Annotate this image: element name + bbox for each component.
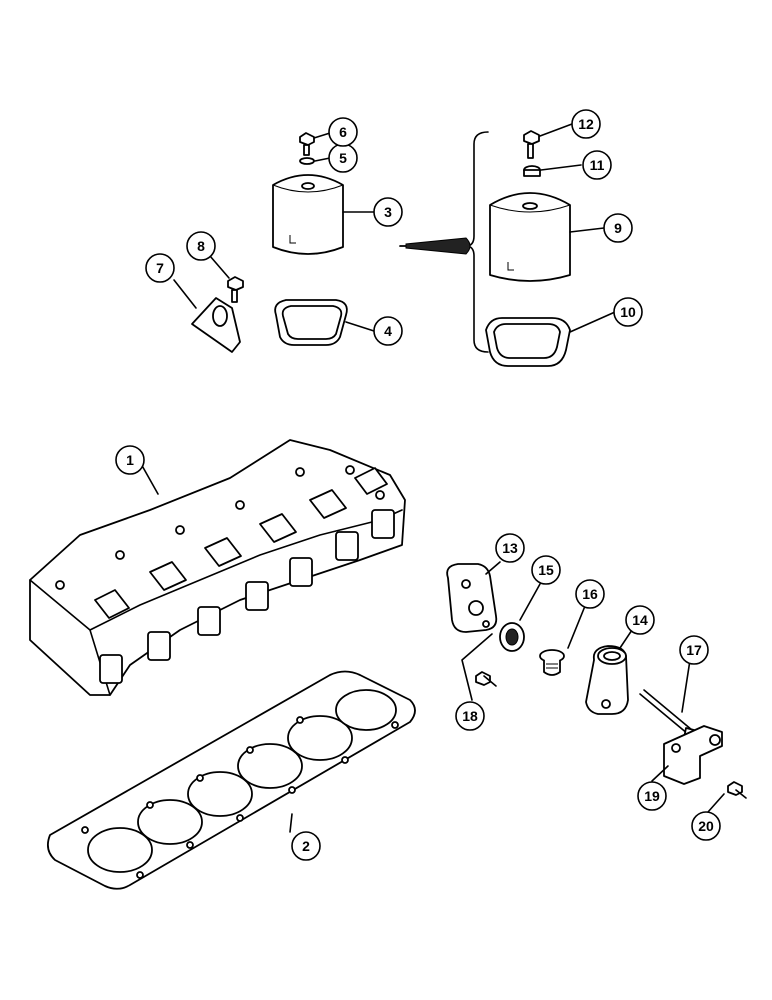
- washer-5: [299, 157, 315, 165]
- callout-5: 5: [328, 143, 358, 173]
- callout-number: 2: [302, 838, 310, 854]
- callout-number: 7: [156, 260, 164, 276]
- bracket-19: [663, 725, 723, 785]
- callout-circle: [613, 297, 643, 327]
- head-ports: [94, 467, 388, 619]
- callout-1: 1: [115, 445, 145, 475]
- callout-number: 4: [384, 323, 392, 339]
- callout-circle: [186, 231, 216, 261]
- callout-number: 16: [582, 586, 598, 602]
- callout-number: 12: [578, 116, 594, 132]
- callout-number: 19: [644, 788, 660, 804]
- bolt-12: [523, 130, 540, 159]
- callout-number: 1: [126, 452, 134, 468]
- callout-number: 8: [197, 238, 205, 254]
- callout-12: 12: [571, 109, 601, 139]
- callout-circle: [582, 150, 612, 180]
- callout-circle: [679, 635, 709, 665]
- callout-number: 9: [614, 220, 622, 236]
- callout-number: 13: [502, 540, 518, 556]
- callout-number: 6: [339, 124, 347, 140]
- bolt-8: [227, 276, 244, 303]
- bolt-6: [299, 132, 315, 156]
- callout-16: 16: [575, 579, 605, 609]
- callout-14: 14: [625, 605, 655, 635]
- callout-circle: [531, 555, 561, 585]
- callout-circle: [691, 811, 721, 841]
- callout-9: 9: [603, 213, 633, 243]
- callout-13: 13: [495, 533, 525, 563]
- gasket-13: [446, 563, 498, 633]
- callout-4: 4: [373, 316, 403, 346]
- leader-lines-bottom: [139, 461, 725, 833]
- callout-circle: [495, 533, 525, 563]
- callout-3: 3: [373, 197, 403, 227]
- callout-circle: [625, 605, 655, 635]
- thermostat-housing-14: [585, 645, 629, 715]
- callout-18: 18: [455, 701, 485, 731]
- callout-7: 7: [145, 253, 175, 283]
- callout-circle: [328, 117, 358, 147]
- seal-15: [499, 622, 525, 652]
- valve-cover-9: [489, 192, 571, 282]
- callout-circle: [455, 701, 485, 731]
- callout-circle: [373, 316, 403, 346]
- callout-number: 15: [538, 562, 554, 578]
- callout-17: 17: [679, 635, 709, 665]
- callout-6: 6: [328, 117, 358, 147]
- callout-11: 11: [582, 150, 612, 180]
- thermostat-16: [539, 649, 565, 676]
- leader-lines-top-right: [539, 123, 616, 333]
- cylinder-head-1: [29, 439, 406, 696]
- callout-number: 5: [339, 150, 347, 166]
- callout-number: 14: [632, 612, 648, 628]
- callout-circle: [637, 781, 667, 811]
- callout-circle: [575, 579, 605, 609]
- callout-number: 11: [590, 157, 605, 173]
- callout-circle: [373, 197, 403, 227]
- leader-lines-top-left: [173, 132, 375, 332]
- head-bolt-holes: [55, 465, 385, 590]
- head-exhaust-flanges: [99, 509, 395, 684]
- callout-number: 20: [698, 818, 714, 834]
- cover-seal-4: [274, 299, 348, 346]
- callout-number: 3: [384, 204, 392, 220]
- gasket-holes: [81, 716, 399, 879]
- callout-10: 10: [613, 297, 643, 327]
- callout-19: 19: [637, 781, 667, 811]
- callout-2: 2: [291, 831, 321, 861]
- callout-circle: [115, 445, 145, 475]
- bolt-20: [727, 781, 747, 799]
- cover-seal-10: [485, 317, 571, 367]
- grommet-11: [523, 165, 541, 177]
- head-gasket-2: [46, 670, 416, 890]
- callout-15: 15: [531, 555, 561, 585]
- alternative-bracket: [399, 131, 489, 353]
- callout-number: 10: [620, 304, 636, 320]
- valve-cover-3: [272, 174, 344, 255]
- callout-number: 18: [462, 708, 478, 724]
- callout-number: 17: [686, 642, 702, 658]
- callout-circle: [291, 831, 321, 861]
- bracket-7: [191, 297, 241, 353]
- callout-circle: [145, 253, 175, 283]
- gasket-bores: [87, 689, 397, 873]
- callout-8: 8: [186, 231, 216, 261]
- bolt-18: [475, 671, 497, 687]
- callout-20: 20: [691, 811, 721, 841]
- callout-circle: [603, 213, 633, 243]
- callout-circle: [571, 109, 601, 139]
